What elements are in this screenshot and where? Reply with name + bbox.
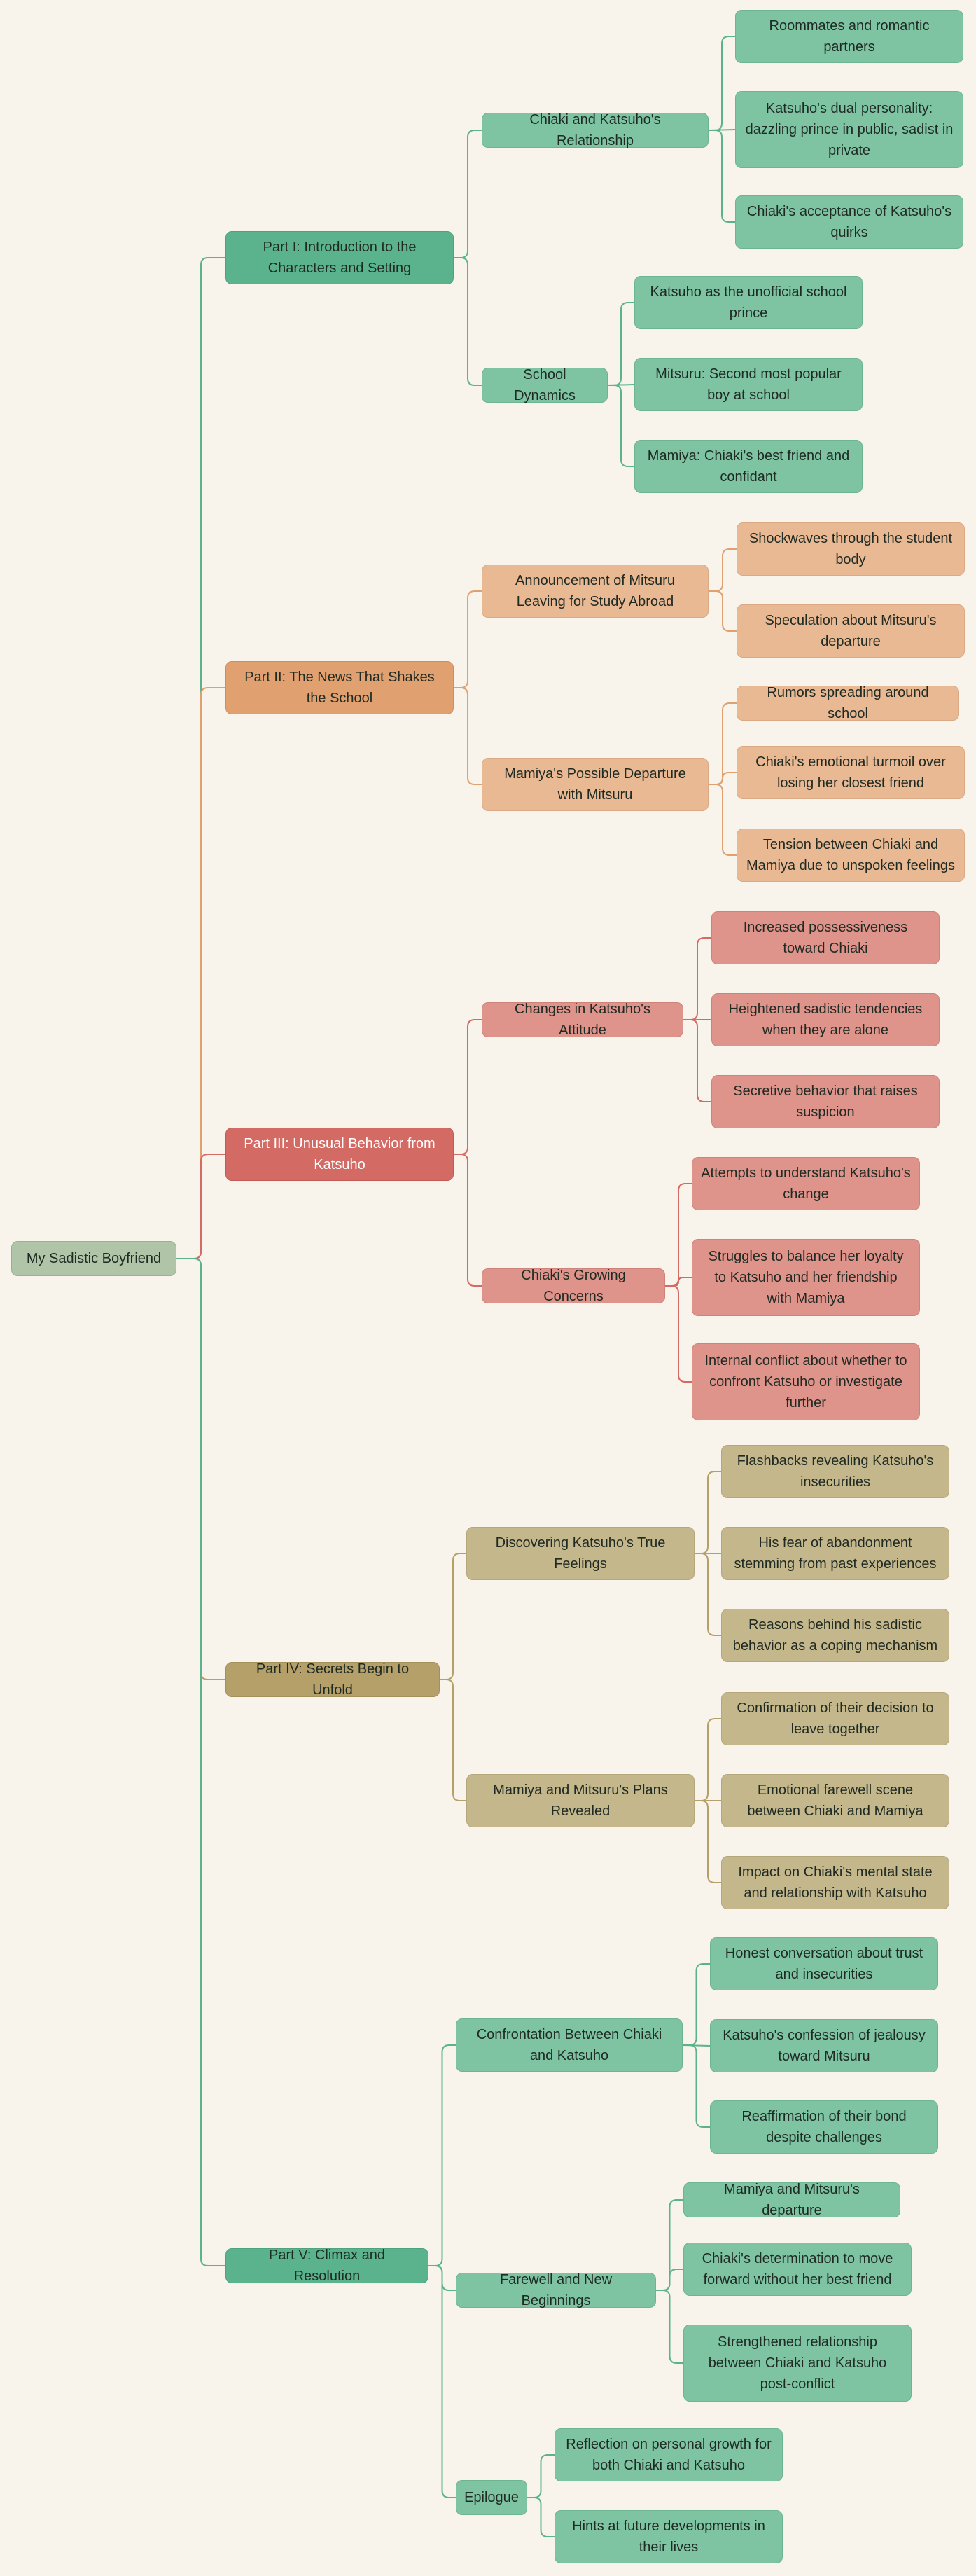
connector-line: [683, 937, 711, 1020]
part-node: Part V: Climax and Resolution: [225, 2248, 428, 2284]
leaf-node: Honest conversation about trust and inse…: [710, 1937, 938, 1990]
leaf-node: Reaffirmation of their bond despite chal…: [710, 2100, 938, 2154]
connector-line: [454, 130, 482, 258]
connector-line: [527, 2497, 555, 2537]
leaf-node: Chiaki's determination to move forward w…: [683, 2243, 912, 2296]
leaf-node: Shockwaves through the student body: [737, 522, 965, 576]
leaf-node: His fear of abandonment stemming from pa…: [721, 1527, 949, 1580]
connector-line: [454, 1019, 482, 1155]
connector-line: [683, 1963, 710, 2046]
part-node: Part II: The News That Shakes the School: [225, 661, 454, 714]
connector-line: [527, 2454, 555, 2498]
connector-line: [683, 2044, 710, 2128]
connector-line: [454, 590, 482, 688]
connector-line: [665, 1183, 692, 1287]
leaf-node: Katsuho as the unofficial school prince: [634, 276, 863, 329]
leaf-node: Mamiya: Chiaki's best friend and confida…: [634, 440, 863, 493]
part-node: Part IV: Secrets Begin to Unfold: [225, 1661, 440, 1698]
connector-line: [683, 1019, 711, 1102]
part-node: Part I: Introduction to the Characters a…: [225, 231, 454, 284]
leaf-node: Reflection on personal growth for both C…: [555, 2428, 783, 2481]
leaf-node: Katsuho's confession of jealousy toward …: [710, 2019, 938, 2072]
leaf-node: Confirmation of their decision to leave …: [721, 1692, 949, 1745]
topic-node: Discovering Katsuho's True Feelings: [466, 1527, 695, 1580]
leaf-node: Strengthened relationship between Chiaki…: [683, 2325, 912, 2402]
connector-line: [695, 1553, 721, 1636]
topic-node: Epilogue: [456, 2480, 527, 2515]
topic-node: School Dynamics: [482, 367, 608, 403]
connector-line: [695, 1471, 721, 1554]
leaf-node: Emotional farewell scene between Chiaki …: [721, 1774, 949, 1827]
leaf-node: Internal conflict about whether to confr…: [692, 1343, 920, 1420]
topic-node: Changes in Katsuho's Attitude: [482, 1002, 683, 1038]
connector-line: [608, 385, 634, 467]
part-node: Part III: Unusual Behavior from Katsuho: [225, 1128, 454, 1181]
connector-line: [440, 1553, 466, 1680]
topic-node: Mamiya and Mitsuru's Plans Revealed: [466, 1774, 695, 1827]
topic-node: Chiaki's Growing Concerns: [482, 1268, 665, 1304]
leaf-node: Increased possessiveness toward Chiaki: [711, 911, 940, 964]
topic-node: Confrontation Between Chiaki and Katsuho: [456, 2018, 683, 2072]
leaf-node: Reasons behind his sadistic behavior as …: [721, 1609, 949, 1662]
connector-line: [608, 302, 634, 386]
connector-line: [176, 1258, 225, 2266]
connector-line: [176, 1154, 225, 1259]
leaf-node: Tension between Chiaki and Mamiya due to…: [737, 829, 965, 882]
connector-line: [709, 36, 735, 131]
leaf-node: Speculation about Mitsuru's departure: [737, 604, 965, 658]
connector-line: [440, 1679, 466, 1801]
connector-line: [709, 590, 737, 632]
connector-line: [656, 2290, 683, 2364]
connector-line: [454, 687, 482, 785]
topic-node: Mamiya's Possible Departure with Mitsuru: [482, 758, 709, 811]
leaf-node: Heightened sadistic tendencies when they…: [711, 993, 940, 1046]
leaf-node: Roommates and romantic partners: [735, 10, 963, 63]
connector-line: [454, 1154, 482, 1287]
leaf-node: Impact on Chiaki's mental state and rela…: [721, 1856, 949, 1909]
connector-line: [665, 1285, 692, 1383]
connector-line: [428, 2044, 456, 2266]
topic-node: Farewell and New Beginnings: [456, 2272, 656, 2308]
connector-line: [709, 784, 737, 856]
leaf-node: Flashbacks revealing Katsuho's insecurit…: [721, 1445, 949, 1498]
connector-line: [709, 772, 737, 785]
connector-line: [665, 1277, 692, 1287]
connector-line: [709, 548, 737, 592]
leaf-node: Rumors spreading around school: [737, 685, 959, 721]
connector-line: [695, 1718, 721, 1801]
connector-line: [656, 2269, 683, 2291]
connector-line: [428, 2265, 456, 2498]
root-node: My Sadistic Boyfriend: [11, 1241, 176, 1276]
connector-line: [454, 257, 482, 386]
connector-line: [695, 1800, 721, 1883]
leaf-node: Chiaki's acceptance of Katsuho's quirks: [735, 195, 963, 249]
leaf-node: Chiaki's emotional turmoil over losing h…: [737, 746, 965, 799]
leaf-node: Secretive behavior that raises suspicion: [711, 1075, 940, 1128]
leaf-node: Mitsuru: Second most popular boy at scho…: [634, 358, 863, 411]
leaf-node: Hints at future developments in their li…: [555, 2510, 783, 2563]
topic-node: Chiaki and Katsuho's Relationship: [482, 112, 709, 148]
leaf-node: Struggles to balance her loyalty to Kats…: [692, 1239, 920, 1316]
topic-node: Announcement of Mitsuru Leaving for Stud…: [482, 565, 709, 618]
leaf-node: Attempts to understand Katsuho's change: [692, 1157, 920, 1210]
leaf-node: Mamiya and Mitsuru's departure: [683, 2182, 900, 2218]
connector-line: [709, 130, 735, 223]
leaf-node: Katsuho's dual personality: dazzling pri…: [735, 91, 963, 168]
